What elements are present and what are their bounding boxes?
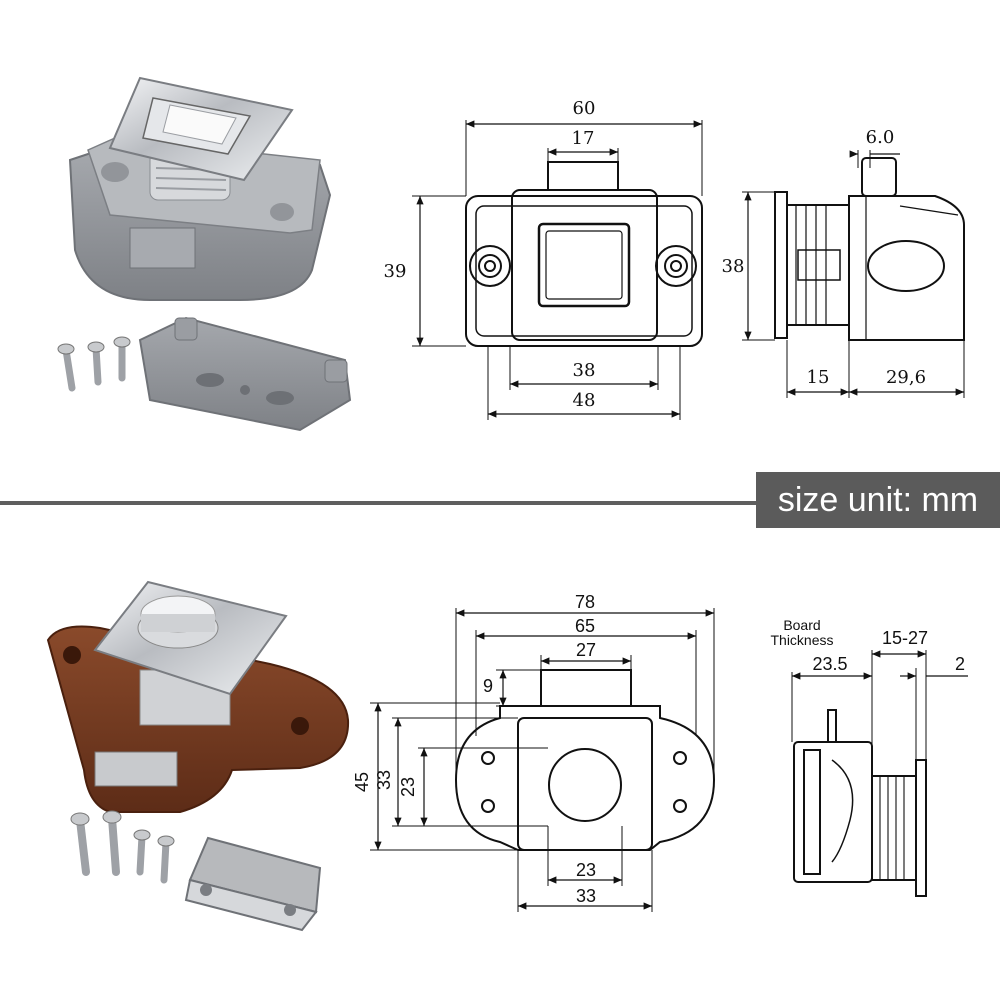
dim-bottom-2: 2 (955, 654, 965, 674)
section-divider (0, 501, 760, 505)
bottom-product-panel: 78 65 27 9 45 33 23 23 33 Board Thickne (0, 510, 1000, 1000)
dim-bottom-15-27: 15-27 (882, 628, 928, 648)
dim-top-15: 15 (807, 367, 830, 388)
dim-bottom-33-width: 33 (576, 886, 596, 906)
size-unit-badge: size unit: mm (756, 472, 1000, 528)
bottom-front-view-drawing (370, 608, 716, 912)
steel-strike-bracket-photo (184, 836, 322, 932)
dim-bottom-45: 45 (352, 772, 372, 792)
dim-top-6: 6.0 (866, 127, 895, 148)
bottom-side-view-drawing (791, 650, 968, 897)
top-side-view-drawing (742, 150, 965, 398)
brown-screws-photo (70, 810, 175, 884)
dim-top-29-6: 29,6 (886, 367, 926, 388)
top-front-view-drawing (412, 120, 703, 420)
dim-top-17: 17 (572, 128, 595, 149)
dim-top-38-width: 38 (573, 360, 596, 381)
board-thickness-line2: Thickness (770, 632, 833, 648)
dim-top-48: 48 (573, 390, 596, 411)
dim-bottom-23-5: 23.5 (812, 654, 847, 674)
dim-bottom-23-width: 23 (576, 860, 596, 880)
bottom-panel-graphic: 78 65 27 9 45 33 23 23 33 Board Thickne (46, 580, 968, 932)
dim-top-38-height: 38 (722, 256, 745, 277)
dim-bottom-27: 27 (576, 640, 596, 660)
dim-bottom-23-height: 23 (398, 777, 418, 797)
dim-top-60: 60 (573, 98, 596, 119)
dim-bottom-65: 65 (575, 616, 595, 636)
grey-screws-photo (57, 336, 131, 392)
top-panel-graphic: 60 17 39 38 48 6.0 38 15 29,6 (57, 76, 965, 432)
dim-bottom-33-height: 33 (374, 770, 394, 790)
dim-top-39: 39 (384, 261, 407, 282)
grey-latch-photo (68, 76, 332, 301)
dim-bottom-78: 78 (575, 592, 595, 612)
top-product-panel: 60 17 39 38 48 6.0 38 15 29,6 (0, 0, 1000, 490)
dim-bottom-9: 9 (483, 676, 493, 696)
board-thickness-line1: Board (783, 617, 820, 633)
grey-strike-plate-photo (138, 316, 352, 432)
brown-latch-photo (46, 580, 350, 813)
